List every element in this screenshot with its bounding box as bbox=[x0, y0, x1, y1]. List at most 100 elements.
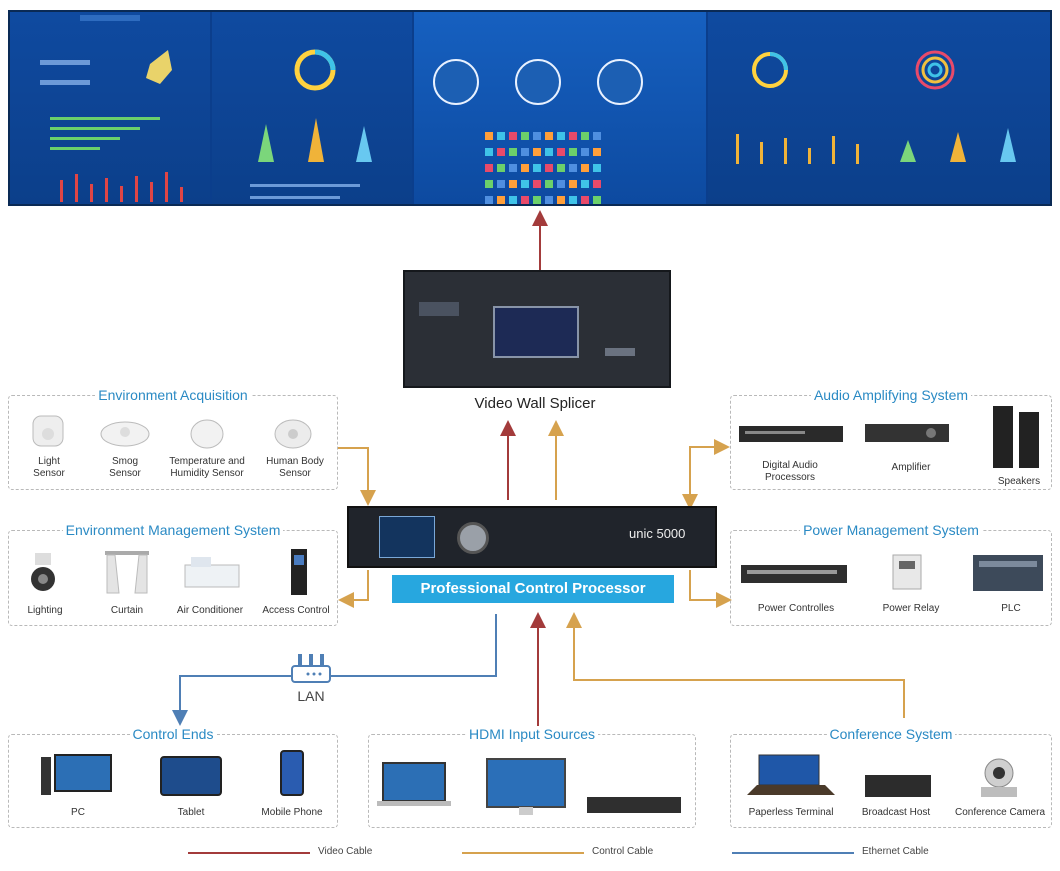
sensor-icons bbox=[32, 415, 312, 449]
wall-grid-cell bbox=[485, 196, 493, 204]
speakers-label: Speakers bbox=[997, 476, 1041, 487]
wall-grid-cell bbox=[533, 132, 541, 140]
group-environment-acquisition: Environment Acquisition Light Sensor Smo… bbox=[8, 387, 338, 490]
wall-grid-cell bbox=[485, 180, 493, 188]
curtain-icon bbox=[105, 551, 149, 594]
plc-icon bbox=[973, 555, 1043, 591]
hdmi-source-icons bbox=[377, 758, 681, 815]
light-sensor-icon bbox=[32, 415, 64, 447]
temperature-humidity-sensor-label: Temperature and Humidity Sensor bbox=[169, 456, 245, 479]
wall-grid-cell bbox=[497, 164, 505, 172]
wall-grid-cell bbox=[533, 180, 541, 188]
splicer-badge bbox=[605, 348, 635, 356]
desktop-monitor-icon bbox=[486, 758, 566, 815]
wall-grid-cell bbox=[485, 132, 493, 140]
wall-grid-cell bbox=[593, 148, 601, 156]
wall-grid-cell bbox=[509, 164, 517, 172]
wall-panel-2 bbox=[212, 12, 412, 204]
curtain-label: Curtain bbox=[110, 605, 144, 616]
air-conditioner-icon bbox=[184, 557, 240, 588]
wall-grid-cell bbox=[485, 148, 493, 156]
power-controller-icon bbox=[741, 565, 847, 583]
splicer-screen bbox=[493, 306, 579, 358]
group-title: Environment Management System bbox=[62, 522, 284, 538]
pc-label: PC bbox=[71, 807, 85, 818]
wall-panel-1 bbox=[10, 12, 210, 204]
lighting-icon bbox=[31, 553, 55, 591]
wall-grid-cell bbox=[509, 132, 517, 140]
amplifier-icon bbox=[865, 424, 949, 442]
group-title: Power Management System bbox=[800, 522, 982, 538]
wall-grid-cell bbox=[509, 148, 517, 156]
broadcast-host-label: Broadcast Host bbox=[861, 807, 931, 818]
wall-grid-cell bbox=[569, 164, 577, 172]
splicer-label: Video Wall Splicer bbox=[474, 395, 596, 412]
smog-sensor-label: Smog Sensor bbox=[109, 456, 141, 479]
wall-grid-cell bbox=[569, 196, 577, 204]
wall-dashboard-graphics bbox=[40, 15, 1016, 204]
wall-grid-cell bbox=[569, 148, 577, 156]
wall-grid-cell bbox=[521, 132, 529, 140]
light-sensor-label: Light Sensor bbox=[33, 456, 65, 479]
pc-icon bbox=[41, 754, 112, 795]
wall-grid-cell bbox=[593, 180, 601, 188]
wall-grid-cell bbox=[581, 180, 589, 188]
paperless-terminal-label: Paperless Terminal bbox=[748, 807, 834, 818]
wall-grid-cell bbox=[557, 196, 565, 204]
conference-icons bbox=[747, 754, 1017, 797]
group-environment-management: Environment Management System Lighting C… bbox=[8, 522, 338, 626]
legend-control-swatch bbox=[462, 852, 584, 854]
wall-grid-cell bbox=[497, 148, 505, 156]
wall-grid-cell bbox=[485, 164, 493, 172]
wall-grid-cell bbox=[557, 164, 565, 172]
lan-router-icon bbox=[288, 652, 334, 684]
group-title: Control Ends bbox=[129, 726, 217, 742]
access-control-icon bbox=[291, 549, 307, 595]
wall-grid-cell bbox=[533, 148, 541, 156]
wall-grid-cell bbox=[545, 148, 553, 156]
power-icons bbox=[741, 554, 1043, 591]
access-control-label: Access Control bbox=[262, 605, 330, 616]
splicer-logo bbox=[419, 302, 459, 316]
wall-grid-cell bbox=[509, 180, 517, 188]
wall-grid-cell bbox=[569, 180, 577, 188]
amplifier-label: Amplifier bbox=[891, 462, 931, 473]
tablet-icon bbox=[160, 756, 222, 796]
processor-knob bbox=[457, 522, 489, 554]
group-conference-system: Conference System Paperless Terminal Bro… bbox=[730, 726, 1052, 828]
legend-ethernet-swatch bbox=[732, 852, 854, 854]
processor-brand: unic 5000 bbox=[629, 526, 686, 541]
speakers-icon bbox=[993, 406, 1039, 468]
wall-grid-cell bbox=[509, 196, 517, 204]
legend-video-swatch bbox=[188, 852, 310, 854]
group-title: HDMI Input Sources bbox=[465, 726, 599, 742]
wall-grid-cell bbox=[545, 196, 553, 204]
wall-grid-cell bbox=[521, 196, 529, 204]
processor-touchscreen bbox=[379, 516, 435, 558]
group-power-management: Power Management System Power Controlles… bbox=[730, 522, 1052, 626]
group-control-ends: Control Ends PC Tablet Mobile Phone bbox=[8, 726, 338, 828]
digital-audio-processor-icon bbox=[739, 426, 843, 442]
wall-grid-cell bbox=[521, 164, 529, 172]
wall-grid-cell bbox=[497, 196, 505, 204]
audio-icons bbox=[739, 406, 1039, 468]
wall-grid-cell bbox=[497, 180, 505, 188]
wall-grid-cell bbox=[581, 148, 589, 156]
wall-grid-cell bbox=[533, 196, 541, 204]
wall-grid-cell bbox=[521, 180, 529, 188]
wall-grid-cell bbox=[593, 196, 601, 204]
group-title: Conference System bbox=[826, 726, 956, 742]
paperless-terminal-icon bbox=[747, 754, 835, 795]
wall-grid-cell bbox=[581, 196, 589, 204]
group-hdmi-input-sources: HDMI Input Sources bbox=[368, 726, 696, 828]
wall-grid-cell bbox=[593, 164, 601, 172]
group-title: Environment Acquisition bbox=[95, 387, 251, 403]
smog-sensor-icon bbox=[100, 421, 150, 447]
mobile-phone-label: Mobile Phone bbox=[261, 807, 323, 818]
conference-camera-label: Conference Camera bbox=[954, 807, 1046, 818]
legend-video-label: Video Cable bbox=[318, 846, 373, 857]
legend-control-label: Control Cable bbox=[592, 846, 654, 857]
wall-grid-cell bbox=[581, 132, 589, 140]
human-body-sensor-icon bbox=[274, 419, 312, 449]
